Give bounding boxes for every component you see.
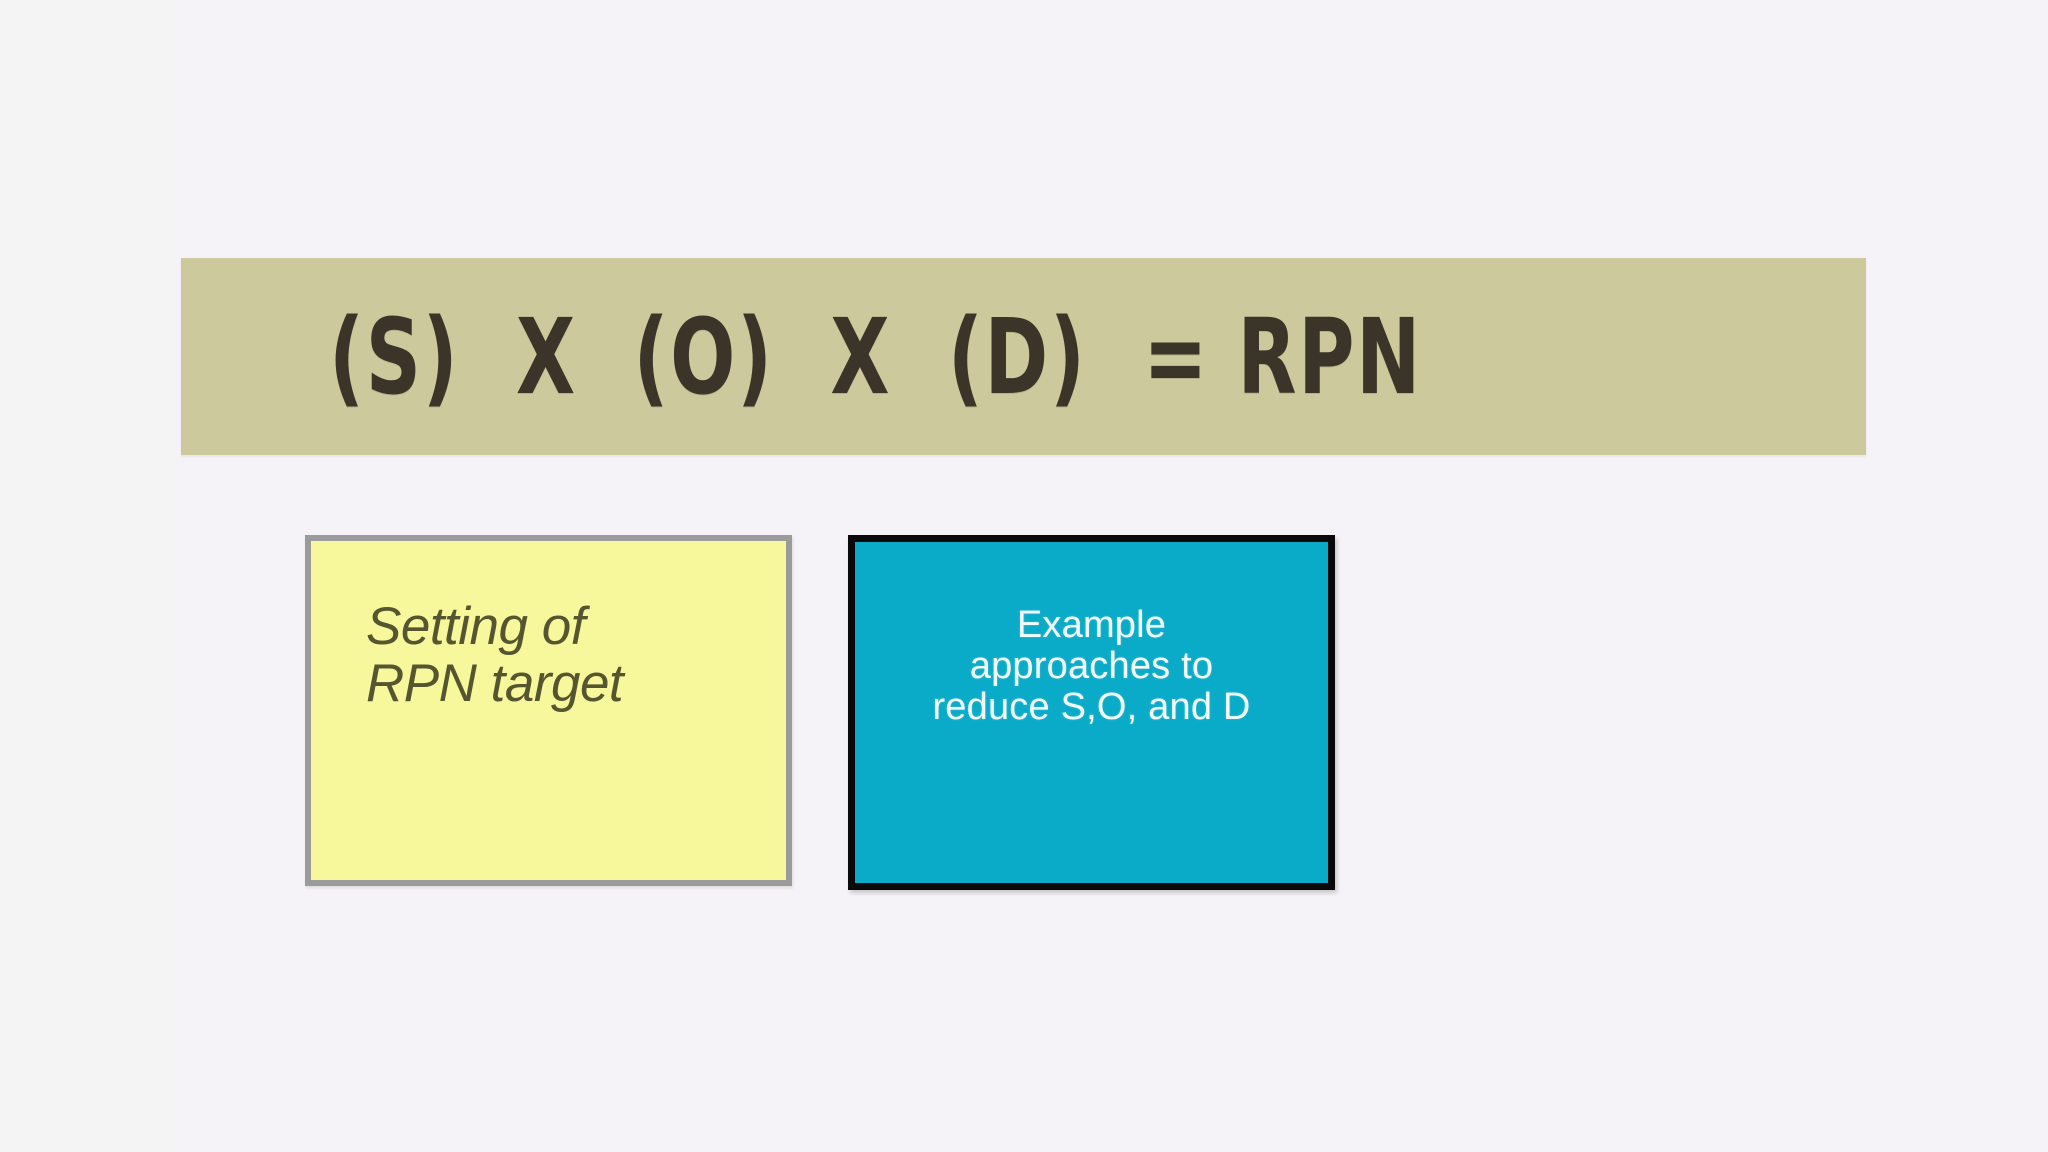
reduce-approaches-label: Example approaches to reduce S,O, and D [932, 604, 1251, 729]
reduce-approaches-box[interactable]: Example approaches to reduce S,O, and D [848, 535, 1335, 890]
rpn-formula-banner: (S) X (O) X (D) = RPN [181, 258, 1866, 455]
rpn-target-box[interactable]: Setting of RPN target [305, 535, 792, 886]
rpn-target-label: Setting of RPN target [366, 597, 624, 714]
rpn-formula-text: (S) X (O) X (D) = RPN [329, 295, 1422, 418]
